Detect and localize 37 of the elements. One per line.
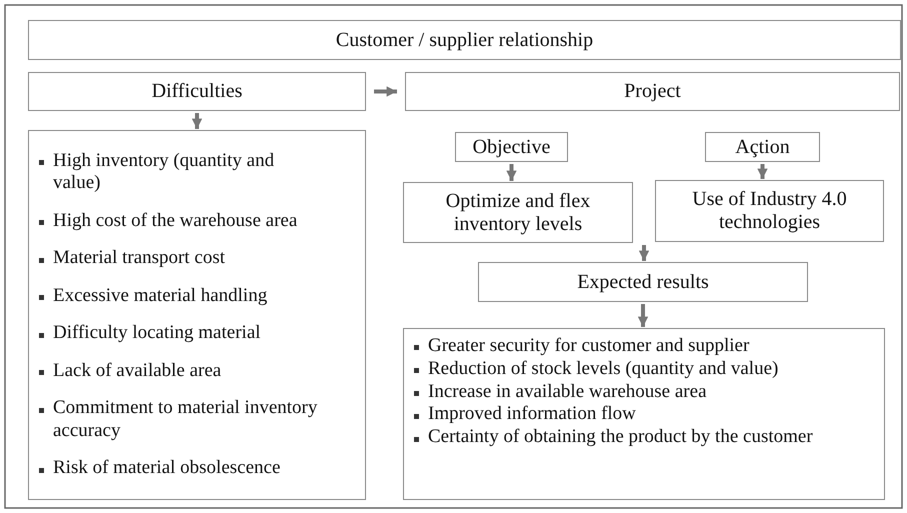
label-box	[705, 132, 820, 162]
heading-box	[28, 72, 366, 111]
box-label: Project	[624, 80, 681, 103]
box-label: Use of Industry 4.0 technologies	[691, 188, 848, 234]
list-item: Material transport cost	[37, 247, 325, 270]
box-label: Difficulties	[152, 80, 242, 103]
list-item: Commitment to material inventory accuracy	[37, 397, 325, 443]
list-box	[403, 328, 885, 500]
list-item: High cost of the warehouse area	[37, 210, 325, 233]
process-box	[655, 180, 884, 242]
title-box	[28, 20, 901, 60]
box-label: Customer / supplier relationship	[336, 28, 594, 52]
list-item: Lack of available area	[37, 360, 325, 383]
heading-box	[478, 262, 808, 302]
list-item: Improved information flow	[412, 403, 844, 426]
list-item: Risk of material obsolescence	[37, 457, 325, 480]
arrow	[192, 113, 202, 129]
list-item: Difficulty locating material	[37, 322, 325, 346]
list-item: Certainty of obtaining the product by the customer	[412, 426, 844, 449]
list-item: Excessive material handling	[37, 284, 325, 308]
list-item: Reduction of stock levels (quantity and value)	[412, 358, 844, 381]
process-box	[403, 182, 633, 243]
list-item: Greater security for customer and supplier	[412, 335, 844, 358]
box-label: Objective	[472, 136, 550, 158]
arrow	[506, 164, 517, 181]
list-box	[28, 130, 366, 500]
arrow	[374, 86, 397, 97]
arrow	[638, 245, 650, 261]
heading-box	[405, 72, 900, 111]
list-item: Increase in available warehouse area	[412, 380, 844, 404]
box-label: Optimize and flex inventory levels	[444, 190, 592, 236]
arrow	[638, 304, 648, 327]
box-label: Expected results	[577, 270, 709, 294]
label-box	[455, 132, 568, 162]
box-label: Açtion	[735, 136, 790, 158]
list-item: High inventory (quantity and value)	[37, 150, 325, 196]
arrow	[757, 164, 768, 179]
